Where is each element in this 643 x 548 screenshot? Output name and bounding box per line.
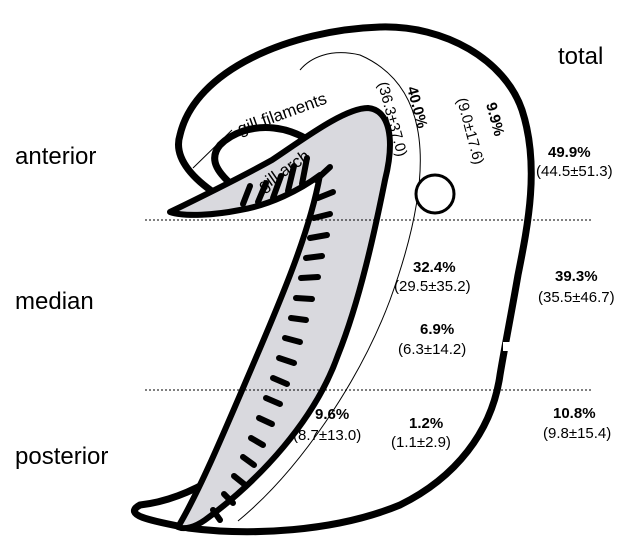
anterior-outer-sd: (9.0±17.6) [453,96,487,166]
outline-gap [503,342,517,351]
region-label-posterior: posterior [15,443,108,470]
posterior-outer-sd: (1.1±2.9) [391,434,451,451]
posterior-inner-pct: 9.6% [315,406,349,423]
median-total-sd: (35.5±46.7) [538,289,615,306]
total-header: total [558,43,603,70]
anterior-outer-value: 9.9% (9.0±17.6) [453,89,513,166]
median-total-pct: 39.3% [555,268,598,285]
posterior-total-sd: (9.8±15.4) [543,425,611,442]
marker-circle [416,175,454,213]
median-inner-pct: 32.4% [413,259,456,276]
anterior-total-sd: (44.5±51.3) [536,163,613,180]
anterior-total-pct: 49.9% [548,144,591,161]
region-label-median: median [15,288,94,315]
median-outer-pct: 6.9% [420,321,454,338]
region-label-anterior: anterior [15,143,96,170]
anterior-outer-pct: 9.9% [482,101,507,138]
anterior-inner-pct: 40.0% [403,85,430,130]
median-inner-sd: (29.5±35.2) [394,278,471,295]
posterior-inner-sd: (8.7±13.0) [293,427,361,444]
median-outer-sd: (6.3±14.2) [398,341,466,358]
posterior-total-pct: 10.8% [553,405,596,422]
posterior-outer-pct: 1.2% [409,415,443,432]
